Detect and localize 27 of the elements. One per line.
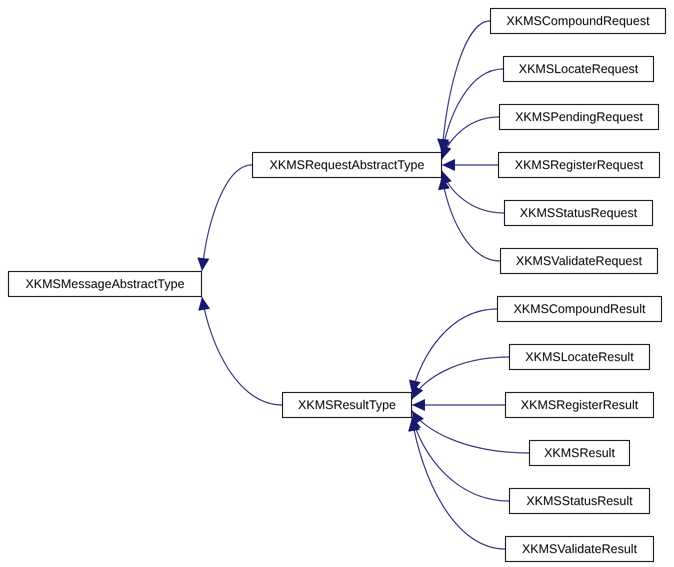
inheritance-arrow: [438, 176, 500, 262]
inheritance-arrow: [412, 399, 506, 411]
inheritance-arrow: [410, 416, 510, 502]
class-box: XKMSRegisterRequest: [498, 152, 660, 178]
inheritance-arrow: [410, 308, 498, 394]
class-box: XKMSCompoundRequest: [490, 8, 666, 34]
class-box: XKMSLocateResult: [509, 344, 650, 370]
class-box: XKMSResult: [529, 440, 630, 466]
inheritance-arrow: [440, 116, 500, 160]
inheritance-arrow: [442, 159, 498, 171]
inheritance-arrow: [441, 170, 504, 214]
class-box: XKMSLocateRequest: [503, 56, 654, 82]
inheritance-arrow: [412, 356, 510, 400]
class-box: XKMSValidateResult: [505, 536, 654, 562]
inheritance-arrow: [198, 296, 282, 406]
class-box: XKMSPendingRequest: [499, 104, 659, 130]
class-box: XKMSResultType: [282, 392, 412, 418]
class-box: XKMSValidateRequest: [500, 248, 658, 274]
inheritance-arrow: [408, 418, 506, 550]
class-box: XKMSCompoundResult: [497, 296, 662, 322]
class-box: XKMSStatusRequest: [504, 200, 653, 226]
class-box: XKMSStatusResult: [509, 488, 650, 514]
inheritance-arrow: [412, 410, 530, 454]
class-box: XKMSRequestAbstractType: [252, 152, 442, 178]
inheritance-arrow: [198, 164, 252, 272]
class-box: XKMSRegisterResult: [505, 392, 654, 418]
class-box: XKMSMessageAbstractType: [8, 271, 202, 297]
